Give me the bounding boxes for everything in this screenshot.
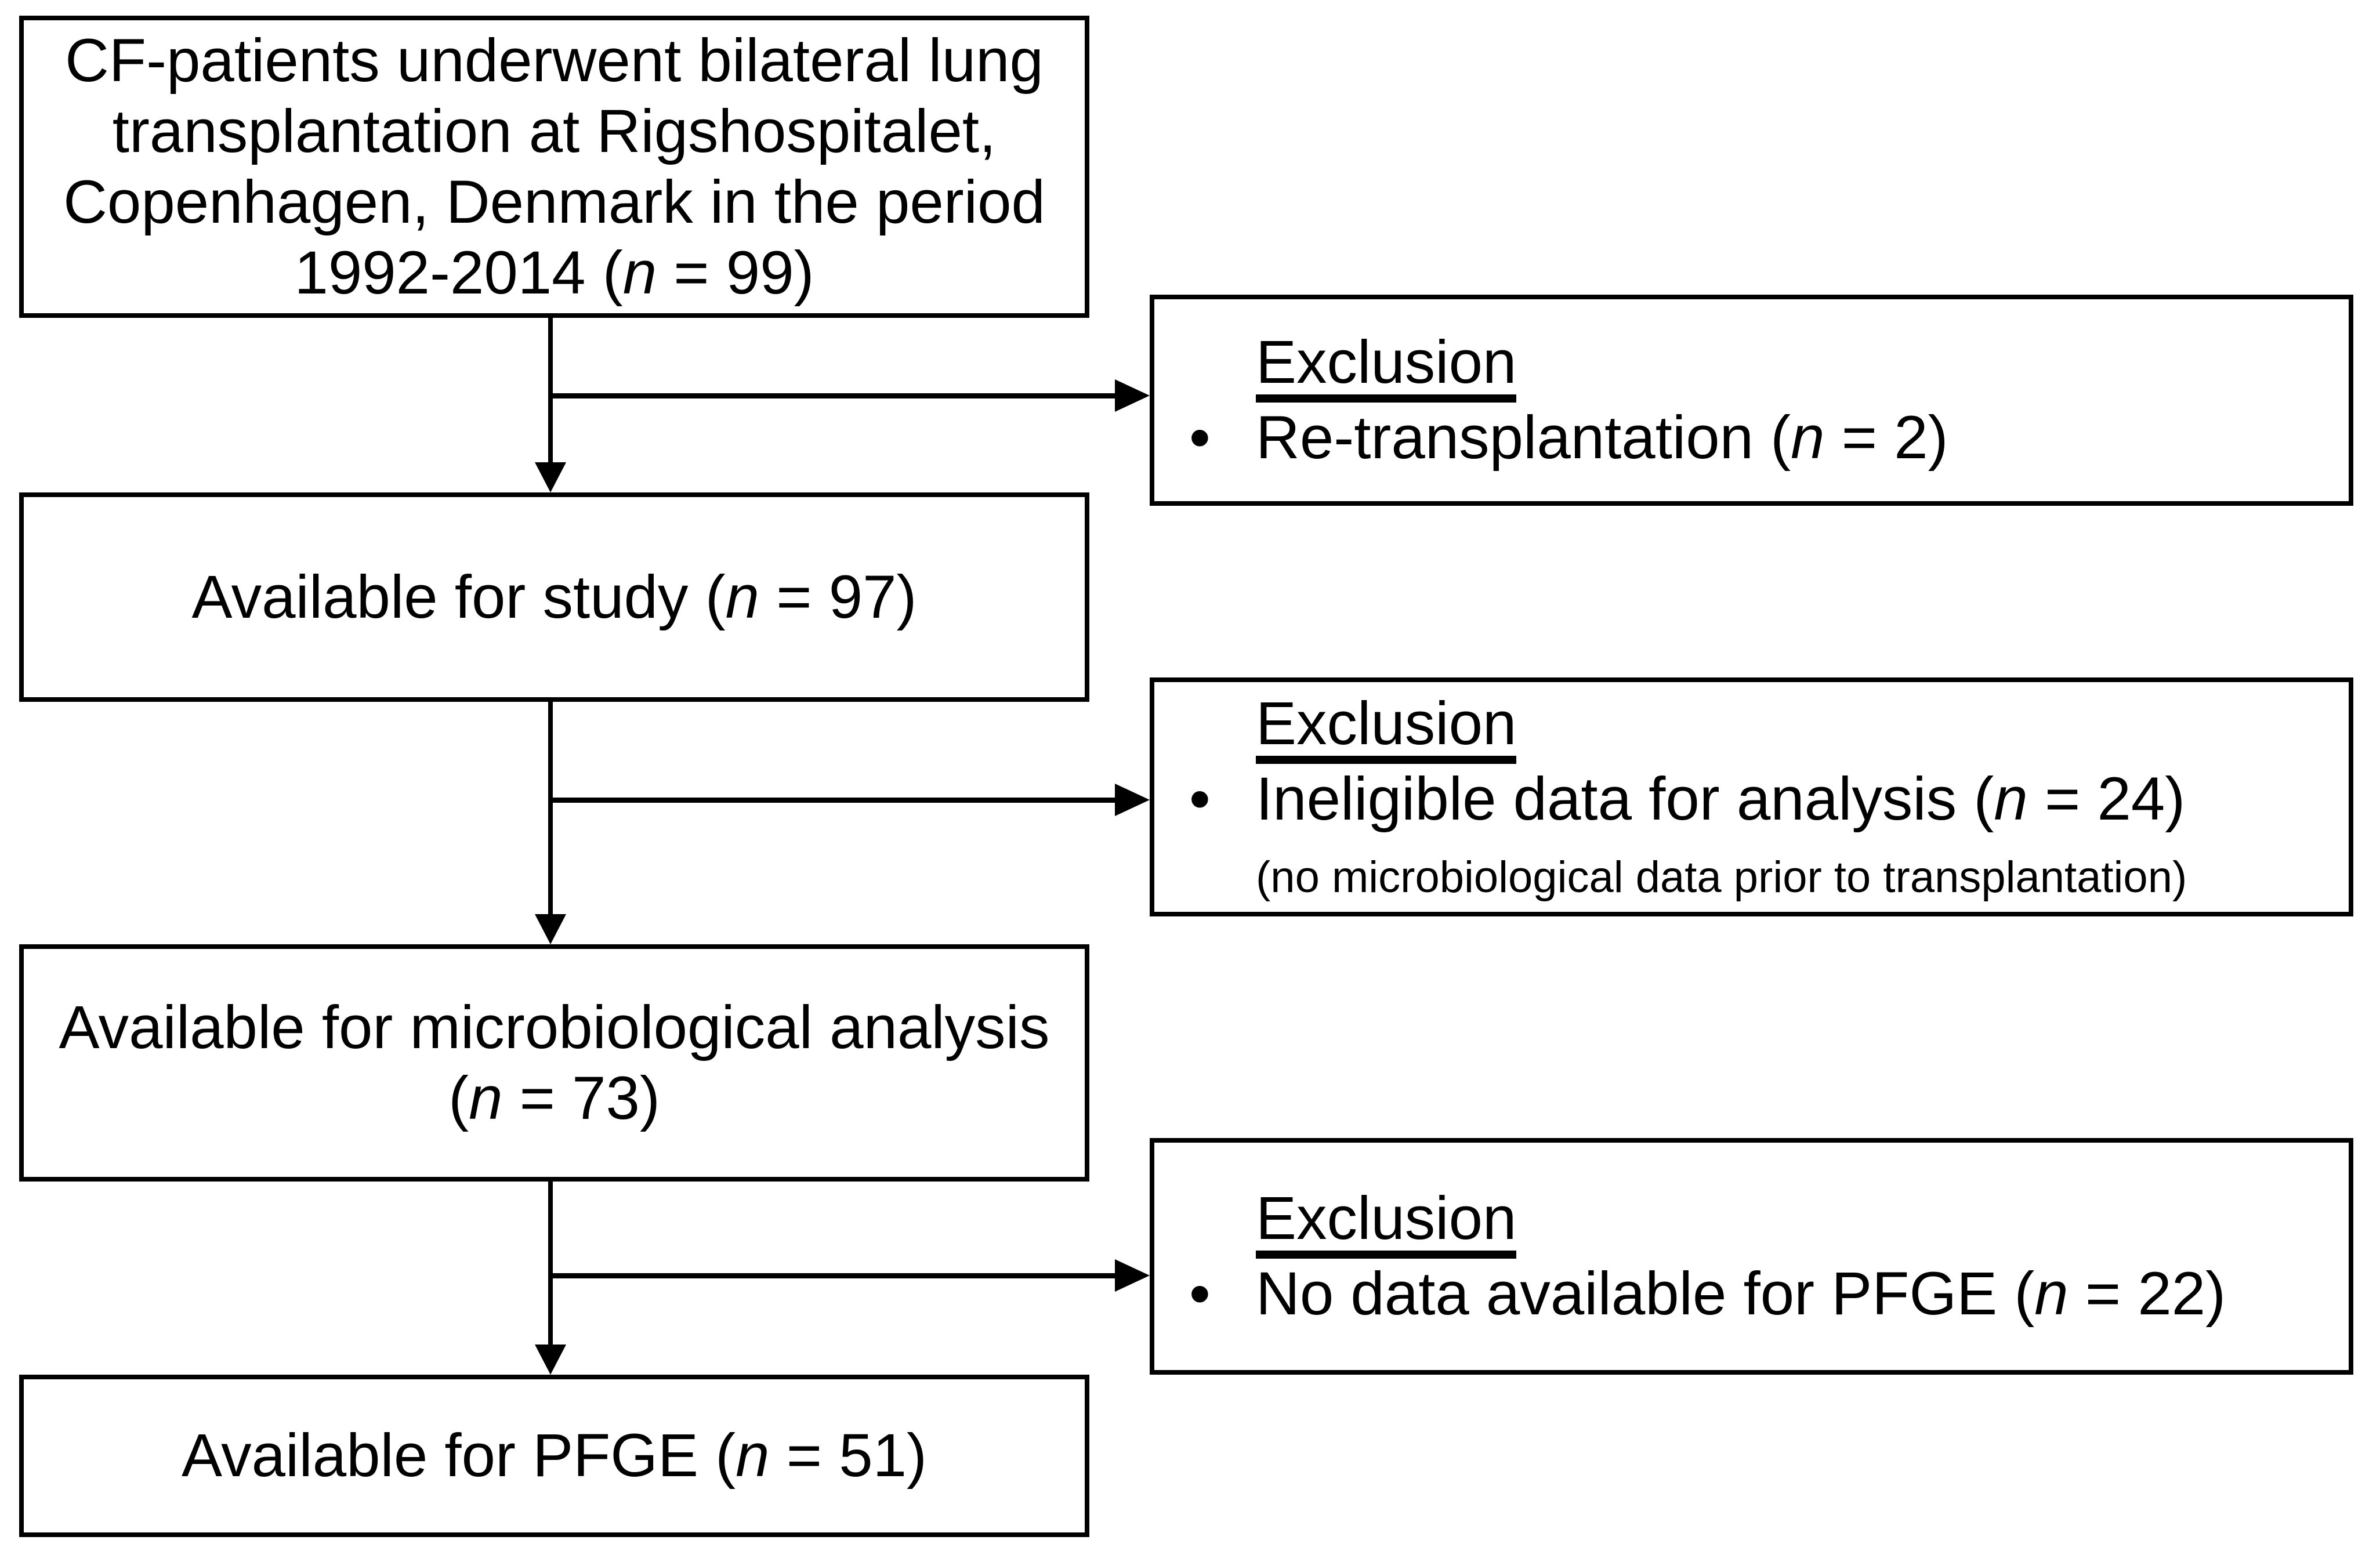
connector-horizontal-3 [548, 1273, 1118, 1278]
text-span: ) [2165, 765, 2186, 833]
connector-vertical-1 [548, 318, 553, 464]
n-symbol: n [2034, 1260, 2069, 1328]
text-span: ( [602, 238, 623, 307]
down-arrowhead-2 [535, 914, 566, 944]
text-line: (n = 73) [448, 1063, 660, 1134]
exclusion-box-3: Exclusion • No data available for PFGE (… [1150, 1138, 2353, 1375]
text-span: ) [794, 238, 814, 307]
down-arrowhead-1 [535, 462, 566, 492]
text-line: Available for microbiological analysis [59, 993, 1050, 1061]
text-span: = [657, 238, 726, 307]
n-value: 24 [2097, 765, 2165, 833]
text-span: ) [639, 1064, 660, 1132]
exclusion-box-2: Exclusion • Ineligible data for analysis… [1150, 677, 2353, 916]
connector-horizontal-1 [548, 393, 1118, 398]
exclusion-note: (no microbiological data prior to transp… [1256, 853, 2187, 902]
text-line: Available for study (n = 97) [191, 562, 917, 633]
exclusion-item-text: No data available for PFGE (n = 22) [1256, 1259, 2226, 1329]
flow-box-available-for-study: Available for study (n = 97) [19, 492, 1089, 702]
exclusion-heading-text: Exclusion [1256, 1188, 1517, 1259]
n-value: 51 [839, 1422, 907, 1490]
text-span: ( [715, 1422, 736, 1490]
text-span: ( [2014, 1260, 2035, 1328]
text-span: ) [896, 563, 917, 631]
exclusion-heading: Exclusion [1256, 1183, 2331, 1259]
text-span: 1992-2014 [294, 238, 603, 307]
text-span: = [2027, 765, 2098, 833]
text-span: ( [1770, 404, 1791, 472]
exclusion-heading: Exclusion [1256, 688, 2331, 764]
text-span: No data available for PFGE [1256, 1260, 2015, 1328]
text-span: ) [907, 1422, 927, 1490]
bullet-icon: • [1189, 404, 1211, 472]
text-span: = [759, 563, 829, 631]
text-span: = [502, 1064, 573, 1132]
down-arrowhead-3 [535, 1345, 566, 1375]
connector-vertical-2 [548, 702, 553, 916]
n-symbol: n [1791, 404, 1825, 472]
n-value: 2 [1894, 404, 1928, 472]
text-span: ) [2205, 1260, 2226, 1328]
exclusion-item: • Re-transplantation (n = 2) [1189, 403, 2331, 473]
exclusion-item-text: Re-transplantation (n = 2) [1256, 403, 1948, 473]
text-span: ( [1973, 765, 1994, 833]
text-line: transplantation at Rigshospitalet, [112, 97, 997, 165]
exclusion-heading-text: Exclusion [1256, 693, 1517, 764]
flow-box-available-for-pfge: Available for PFGE (n = 51) [19, 1375, 1089, 1537]
right-arrowhead-1 [1115, 379, 1150, 412]
text-span: = [1824, 404, 1894, 472]
exclusion-heading: Exclusion [1256, 327, 2331, 403]
text-line: CF-patients underwent bilateral lung [65, 26, 1044, 95]
text-span: ( [705, 563, 726, 631]
text-line: Available for PFGE (n = 51) [182, 1420, 927, 1491]
flow-box-available-for-microbiological-analysis: Available for microbiological analysis (… [19, 944, 1089, 1182]
n-symbol: n [469, 1064, 503, 1132]
exclusion-item-text: Ineligible data for analysis (n = 24) [1256, 764, 2185, 835]
text-line: Copenhagen, Denmark in the period [63, 168, 1045, 236]
text-line: 1992-2014 (n = 99) [294, 238, 814, 309]
n-value: 22 [2138, 1260, 2206, 1328]
n-value: 73 [572, 1064, 640, 1132]
n-symbol: n [1994, 765, 2028, 833]
bullet-icon: • [1189, 765, 1211, 833]
bullet-icon: • [1189, 1260, 1211, 1328]
n-symbol: n [736, 1422, 770, 1490]
right-arrowhead-3 [1115, 1259, 1150, 1292]
right-arrowhead-2 [1115, 784, 1150, 816]
n-value: 99 [726, 238, 794, 307]
text-span: Ineligible data for analysis [1256, 765, 1974, 833]
n-symbol: n [725, 563, 760, 631]
text-span: = [2068, 1260, 2138, 1328]
text-span: Available for study [191, 563, 705, 631]
exclusion-heading-text: Exclusion [1256, 332, 1517, 403]
exclusion-item: • Ineligible data for analysis (n = 24) [1189, 764, 2331, 835]
text-span: Re-transplantation [1256, 404, 1771, 472]
exclusion-box-1: Exclusion • Re-transplantation (n = 2) [1150, 295, 2353, 506]
flow-box-cohort: CF-patients underwent bilateral lung tra… [19, 16, 1089, 318]
connector-horizontal-2 [548, 798, 1118, 803]
connector-vertical-3 [548, 1182, 553, 1347]
text-span: ( [448, 1064, 469, 1132]
text-span: = [769, 1422, 839, 1490]
exclusion-item: • No data available for PFGE (n = 22) [1189, 1259, 2331, 1329]
text-span: ) [1928, 404, 1948, 472]
n-symbol: n [622, 238, 657, 307]
text-span: Available for PFGE [182, 1422, 716, 1490]
n-value: 97 [828, 563, 897, 631]
